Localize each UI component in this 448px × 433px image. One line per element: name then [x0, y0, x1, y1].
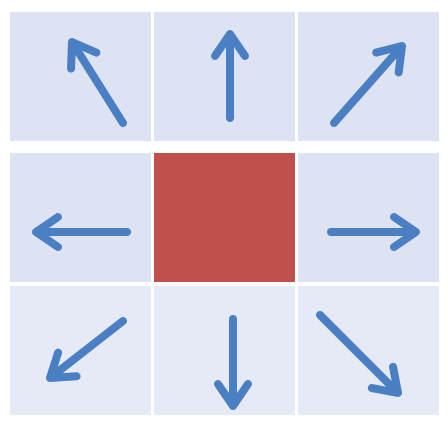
- arrow-head: [372, 42, 406, 77]
- arrow-shaft: [72, 44, 127, 127]
- arrow-head: [32, 213, 62, 251]
- arrow-up-right-icon: [330, 42, 406, 127]
- cell-middle-right: [298, 153, 439, 282]
- arrow-down-left-icon: [46, 317, 127, 382]
- arrow-head: [390, 213, 420, 251]
- arrow-head: [367, 362, 402, 397]
- arrow-head: [214, 380, 252, 410]
- cell-middle-left: [10, 153, 151, 282]
- cell-center: [154, 153, 295, 282]
- cell-bottom-left: [10, 286, 151, 415]
- arrow-head: [67, 38, 101, 73]
- arrow-down-icon: [214, 315, 252, 410]
- cell-bottom-right: [298, 286, 439, 415]
- arrow-head: [211, 30, 249, 60]
- arrow-left-icon: [32, 213, 131, 251]
- arrow-up-icon: [211, 30, 249, 122]
- cell-top-center: [154, 12, 295, 141]
- cell-top-left: [10, 12, 151, 141]
- arrow-shaft: [330, 47, 401, 127]
- arrow-shaft: [52, 317, 127, 378]
- arrow-shaft: [316, 311, 397, 392]
- arrow-down-right-icon: [316, 311, 402, 397]
- arrow-right-icon: [327, 213, 420, 251]
- arrow-up-left-icon: [67, 38, 127, 127]
- direction-grid: [10, 12, 439, 419]
- cell-bottom-center: [154, 286, 295, 415]
- arrow-head: [46, 348, 81, 382]
- cell-top-right: [298, 12, 439, 141]
